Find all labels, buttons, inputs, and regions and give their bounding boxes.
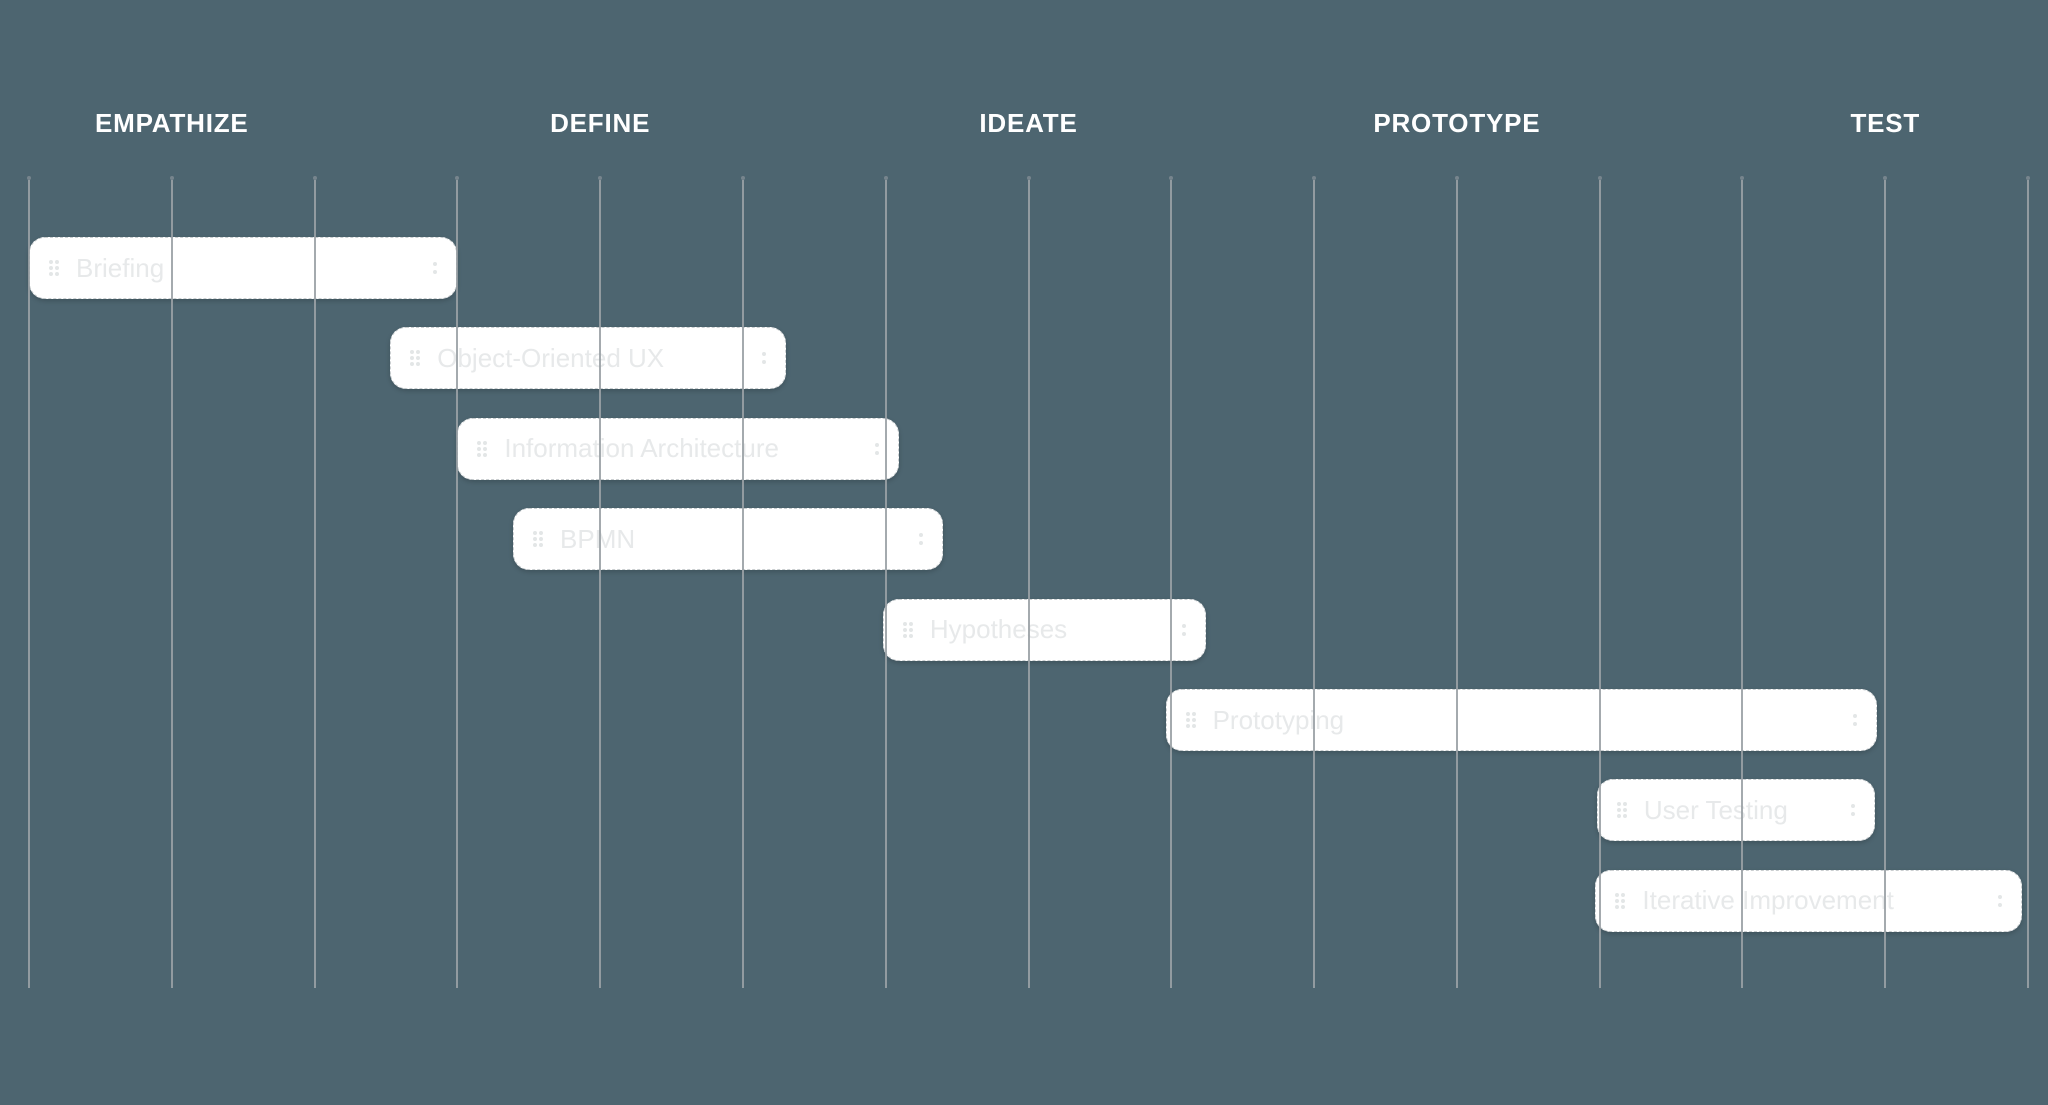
gridline (1740, 176, 1745, 988)
phase-header-test: TEST (1850, 108, 1921, 138)
task-bar-bpmn[interactable]: BPMN (513, 508, 943, 571)
phase-header-define: DEFINE (550, 108, 651, 138)
gridline (2026, 176, 2031, 988)
task-bar-information-architecture[interactable]: Information Architecture (457, 417, 899, 480)
task-bar-user-testing[interactable]: User Testing (1596, 779, 1876, 842)
gridline (883, 176, 888, 988)
resize-handle-icon[interactable] (1850, 802, 1856, 818)
task-label: User Testing (1643, 794, 1788, 825)
task-bar-object-oriented-ux[interactable]: Object-Oriented UX (390, 327, 786, 390)
task-bar-prototyping[interactable]: Prototyping (1165, 689, 1877, 751)
gridline (1597, 176, 1602, 988)
task-bar-briefing[interactable]: Briefing (29, 237, 458, 299)
resize-handle-icon[interactable] (1181, 622, 1187, 638)
gridline (169, 176, 174, 988)
gridline (1883, 176, 1888, 988)
gridline (1312, 176, 1317, 988)
resize-handle-icon[interactable] (918, 531, 924, 547)
task-bar-iterative-improvement[interactable]: Iterative Improvement (1595, 869, 2023, 932)
drag-handle-icon[interactable] (1185, 710, 1197, 730)
task-label: Prototyping (1212, 704, 1345, 735)
gridline (312, 176, 317, 988)
gridline (598, 176, 603, 988)
resize-handle-icon[interactable] (432, 260, 438, 276)
gridline (455, 176, 460, 988)
task-label: BPMN (560, 523, 636, 554)
drag-handle-icon[interactable] (409, 348, 421, 368)
resize-handle-icon[interactable] (761, 350, 767, 366)
task-bar-hypotheses[interactable]: Hypotheses (882, 598, 1206, 661)
resize-handle-icon[interactable] (874, 441, 880, 457)
task-label: Information Architecture (504, 433, 779, 464)
phase-header-ideate: IDEATE (979, 108, 1078, 138)
gridline (740, 176, 745, 988)
gridline (1454, 176, 1459, 988)
drag-handle-icon[interactable] (532, 529, 544, 549)
task-label: Object-Oriented UX (437, 342, 665, 373)
gridline (1169, 176, 1174, 988)
task-label: Hypotheses (929, 614, 1068, 645)
drag-handle-icon[interactable] (476, 439, 488, 459)
task-label: Briefing (76, 252, 165, 283)
gridline (1026, 176, 1031, 988)
resize-handle-icon[interactable] (1852, 712, 1858, 728)
drag-handle-icon[interactable] (48, 258, 60, 278)
phase-header-empathize: EMPATHIZE (94, 108, 249, 138)
drag-handle-icon[interactable] (1614, 891, 1626, 911)
task-label: Iterative Improvement (1642, 885, 1894, 916)
resize-handle-icon[interactable] (1997, 893, 2003, 909)
gridline (27, 176, 31, 988)
drag-handle-icon[interactable] (1616, 800, 1628, 820)
drag-handle-icon[interactable] (902, 620, 914, 640)
phase-header-prototype: PROTOTYPE (1373, 108, 1541, 138)
